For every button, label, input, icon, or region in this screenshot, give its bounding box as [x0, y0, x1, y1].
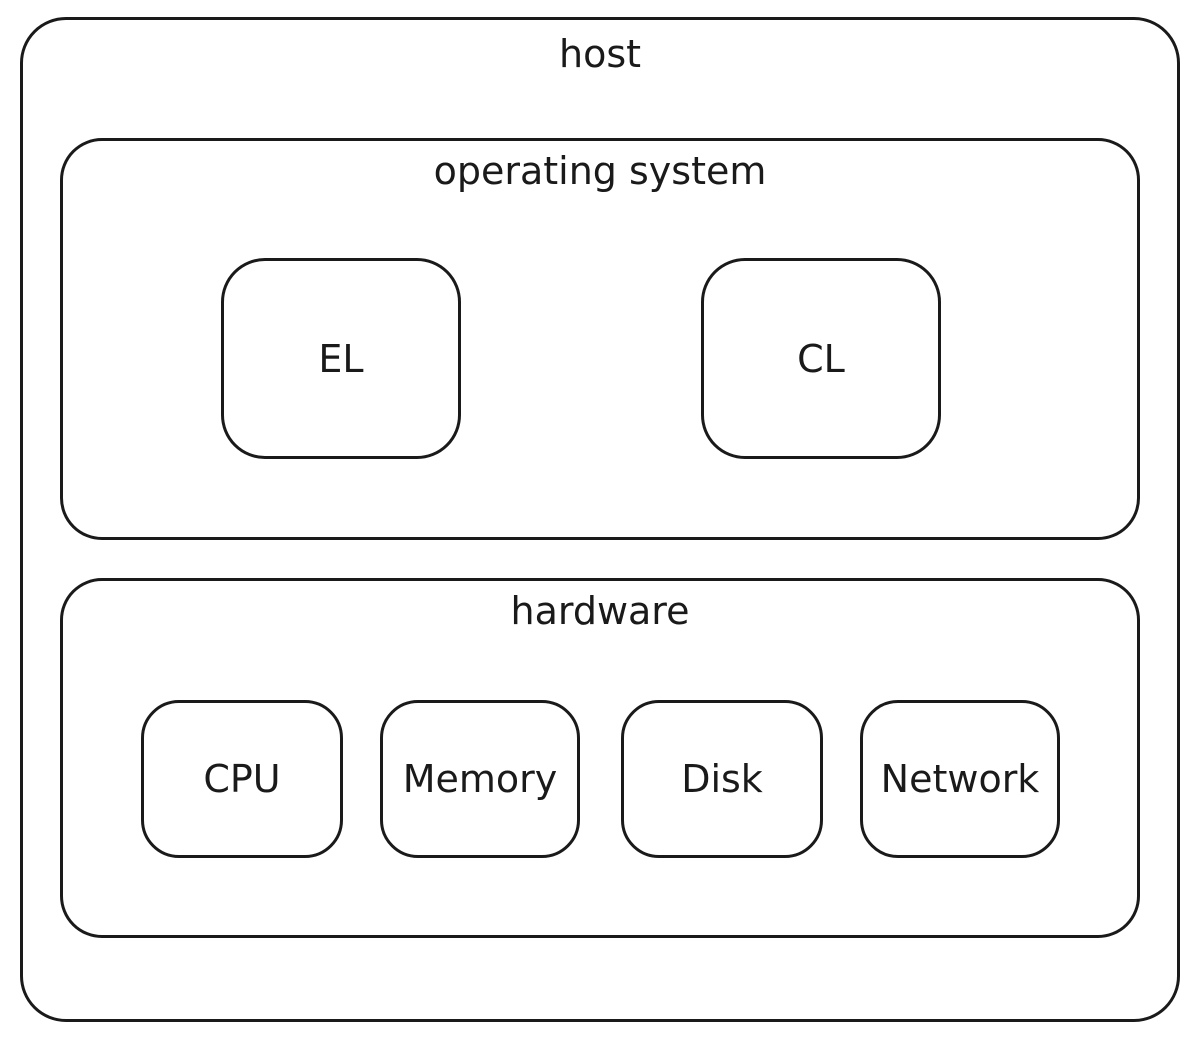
hardware-container: hardware CPU Memory Disk Network [60, 578, 1140, 938]
memory-node: Memory [380, 700, 580, 858]
el-node-label: EL [318, 336, 364, 381]
host-label: host [558, 32, 642, 76]
hardware-label: hardware [510, 589, 690, 633]
operating-system-label: operating system [433, 149, 767, 193]
operating-system-container: operating system EL CL [60, 138, 1140, 540]
cpu-node: CPU [141, 700, 343, 858]
el-node: EL [221, 258, 461, 459]
cl-node: CL [701, 258, 941, 459]
cl-node-label: CL [797, 336, 845, 381]
disk-node-label: Disk [681, 757, 763, 801]
disk-node: Disk [621, 700, 823, 858]
memory-node-label: Memory [402, 757, 558, 801]
network-node: Network [860, 700, 1060, 858]
host-container: host operating system EL CL hardware CPU… [20, 17, 1180, 1022]
network-node-label: Network [880, 757, 1040, 801]
cpu-node-label: CPU [203, 757, 281, 801]
